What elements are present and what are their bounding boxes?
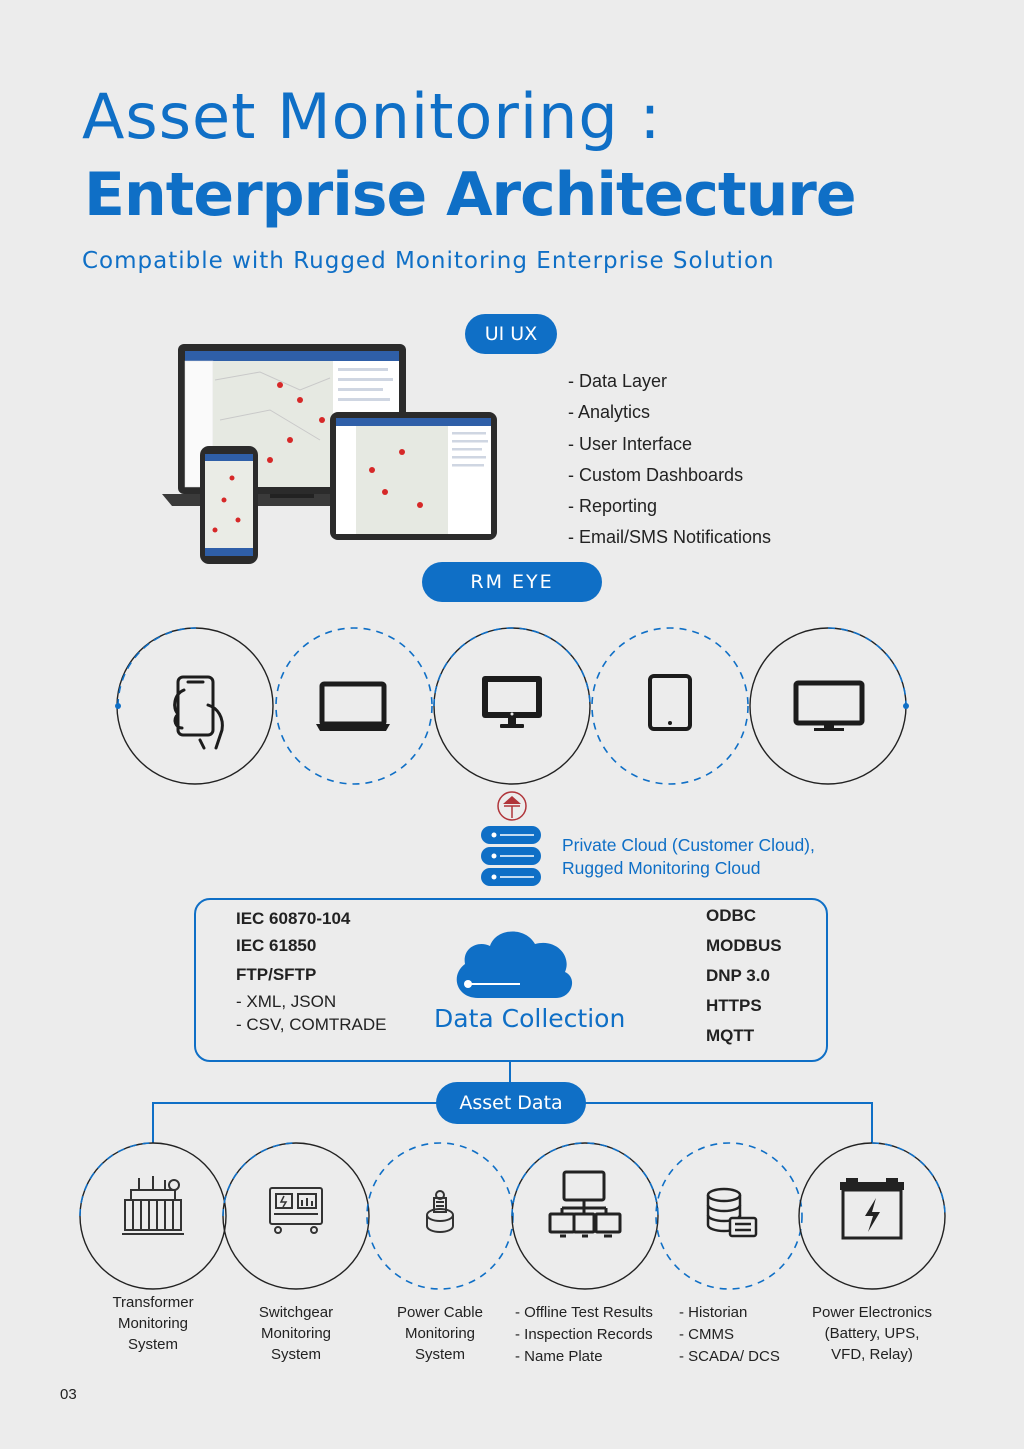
protocol-right-3: DNP 3.0 [706,966,770,985]
server-database-icon [481,826,541,886]
data-collection-label: Data Collection [434,1004,626,1033]
transformer-icon [122,1176,184,1235]
format-line-1: - XML, JSON [236,992,337,1011]
laptop-icon [316,681,390,731]
device-mockup-image [162,344,497,564]
protocol-left-3: FTP/SFTP [236,965,317,984]
power-cable-icon [426,1190,454,1233]
page-title-line2: Enterprise Architecture [84,160,857,230]
smartphone-hand-icon [173,675,224,750]
page-number: 03 [60,1386,77,1403]
page-subtitle: Compatible with Rugged Monitoring Enterp… [82,248,775,274]
page-title-line1: Asset Monitoring : [82,80,662,153]
cloud-icon [456,931,573,998]
network-icon [548,1170,622,1238]
protocol-right-2: MODBUS [706,936,782,955]
database-icon [706,1187,758,1238]
asset-tree-lines [152,1062,873,1143]
feature-item: - Data Layer [568,371,668,391]
asset-caption-historian: - Historian- CMMS- SCADA/ DCS [679,1304,780,1365]
switchgear-icon [269,1187,323,1234]
uiux-feature-list: - Data Layer - Analytics - User Interfac… [568,366,771,554]
feature-item: - Analytics [568,402,651,423]
cloud-line-1: Private Cloud (Customer Cloud), [562,835,815,855]
format-line-2: - CSV, COMTRADE [236,1015,387,1034]
tv-display-icon [793,680,865,731]
cloud-line-2: Rugged Monitoring Cloud [562,858,761,878]
asset-caption-offline-records: - Offline Test Results- Inspection Recor… [515,1304,653,1365]
protocol-right-5: MQTT [706,1026,755,1045]
protocol-left-2: IEC 61850 [236,936,317,955]
cloud-description: Private Cloud (Customer Cloud), Rugged M… [562,834,815,880]
protocol-right-1: ODBC [706,906,757,925]
asset-caption-power-electronics: Power Electronics(Battery, UPS,VFD, Rela… [811,1304,933,1363]
feature-item: - User Interface [568,433,693,454]
protocol-right-4: HTTPS [706,996,762,1015]
desktop-monitor-icon [482,676,542,728]
rm-eye-pill: RM EYE [422,562,602,602]
uiux-pill: UI UX [465,314,557,354]
battery-icon [840,1178,904,1240]
feature-item: - Custom Dashboards [568,464,744,485]
data-collection-box [194,898,828,1062]
tablet-icon [648,674,692,731]
asset-data-pill: Asset Data [436,1082,586,1124]
device-circles [115,627,909,785]
bidirectional-arrow-icon [497,791,527,821]
feature-item: - Reporting [568,496,658,517]
feature-item: - Email/SMS Notifications [568,527,772,548]
asset-circles [79,1142,946,1290]
protocol-left-1: IEC 60870-104 [236,909,351,928]
